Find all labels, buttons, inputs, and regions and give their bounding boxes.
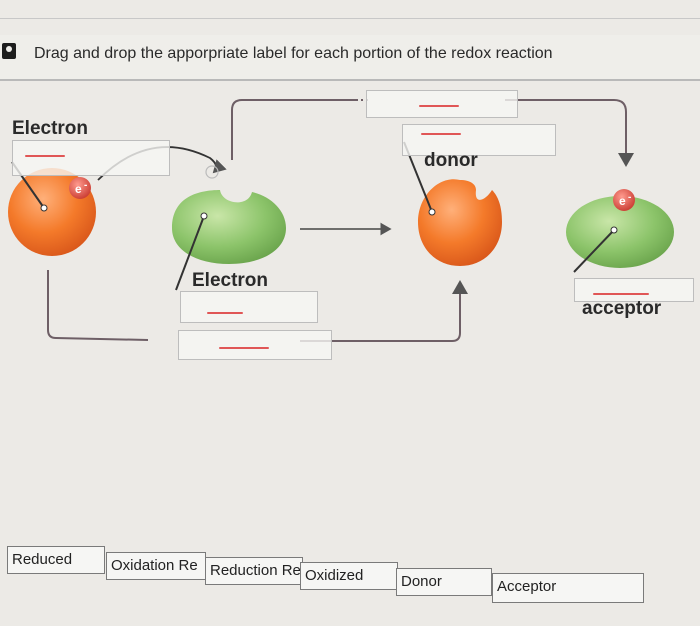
electron-symbol: e [75,182,82,196]
tray-label-oxidation[interactable]: Oxidation Re [106,552,206,580]
top-divider [0,18,700,19]
electron-label-middle: Electron [192,270,269,291]
dropzone-top-middle[interactable] [366,90,518,118]
acceptor-molecule-reduced [566,196,674,273]
electron-charge: - [628,192,631,203]
tray-label-acceptor[interactable]: Acceptor [492,573,644,603]
dropzone-middle[interactable] [180,291,318,323]
electron-icon-acceptor: e - [613,189,635,211]
acceptor-molecule-oxidized [172,190,286,291]
electron-icon: e - [69,177,91,199]
tray-label-oxidized[interactable]: Oxidized [300,562,398,590]
tray-label-donor[interactable]: Donor [396,568,492,596]
electron-charge: - [84,180,87,191]
question-prompt: Drag and drop the apporpriate label for … [34,45,553,62]
dropzone-donor[interactable] [402,124,556,156]
connector-lines [47,99,634,342]
dropzone-top-left[interactable] [12,140,170,176]
donor-molecule-reduced [8,161,96,256]
dropzone-acceptor[interactable] [574,278,694,302]
acceptor-label: acceptor [582,298,662,319]
dropzone-bottom[interactable] [178,330,332,360]
question-marker-icon [2,43,16,59]
donor-label: donor [424,150,478,171]
tray-label-reduced[interactable]: Reduced [7,546,105,574]
tray-label-reduction[interactable]: Reduction Re [205,557,303,585]
electron-symbol: e [619,194,626,208]
question-header: Drag and drop the apporpriate label for … [0,35,700,81]
electron-label-top-left: Electron [12,118,89,139]
